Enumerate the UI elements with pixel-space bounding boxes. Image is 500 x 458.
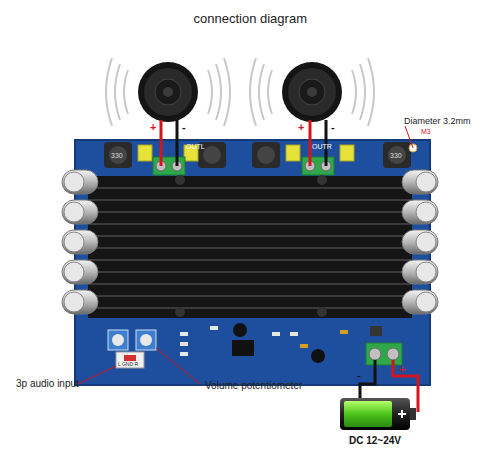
connector-pins (124, 355, 136, 361)
volume-potentiometer (108, 330, 156, 350)
audio-connector (116, 352, 144, 368)
voltage-label: DC 12~24V (349, 436, 401, 446)
callout-label: 3p audio input (16, 379, 79, 389)
battery-symbol (340, 398, 416, 430)
silkscreen-label: OUTL (186, 143, 205, 150)
polarity-mark: - (182, 122, 186, 133)
inductor-value: 330 (111, 152, 123, 159)
polarity-mark: - (331, 122, 335, 133)
heatsink (88, 175, 412, 318)
small-components (180, 323, 382, 363)
leader-lines (78, 348, 200, 384)
power-terminal (366, 343, 402, 365)
polarity-mark: + (399, 364, 405, 375)
speaker-left (138, 62, 198, 122)
silkscreen-label: OUTR (312, 143, 332, 150)
sound-waves (106, 58, 374, 126)
leader-line (405, 126, 413, 148)
pcb-board (75, 140, 430, 385)
inductors (104, 142, 411, 168)
speaker-right (282, 62, 342, 122)
inductor-value: 330 (390, 152, 402, 159)
speaker-terminals (153, 157, 334, 175)
polarity-mark: + (298, 122, 304, 133)
pin-names: L GND R (118, 362, 138, 367)
dimension-label: Diameter 3.2mm (404, 117, 471, 126)
electrolytic-capacitors (62, 170, 438, 314)
polarity-mark: - (357, 370, 361, 381)
polarity-mark: + (150, 122, 156, 133)
screw-size: M3 (421, 128, 431, 135)
speaker-wires (161, 120, 326, 166)
callout-label: Volume potentiometer (205, 381, 302, 391)
diagram-title: connection diagram (194, 12, 307, 25)
